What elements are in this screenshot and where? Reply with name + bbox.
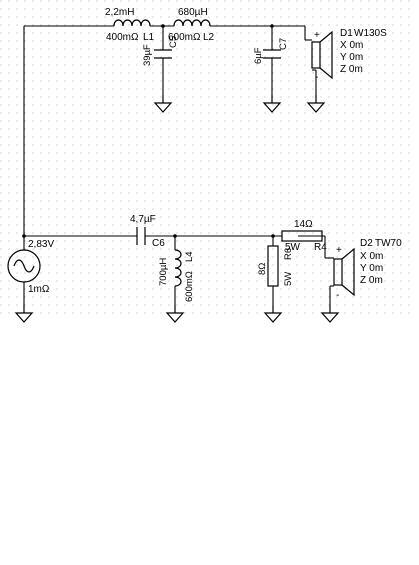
r4-value: 14Ω: [294, 219, 313, 230]
d2-x: X 0m: [360, 251, 383, 262]
l1-ref: L1: [143, 32, 155, 43]
speaker-icon: [333, 258, 343, 286]
r4-ref: R4: [314, 242, 327, 253]
d1-minus: -: [315, 72, 318, 83]
d1-y: Y 0m: [340, 52, 363, 63]
resistor-r6[interactable]: 8Ω R6 5W: [257, 245, 294, 323]
d2-plus: +: [336, 245, 342, 256]
l2-inductance: 680µH: [178, 7, 208, 18]
speaker-icon: [311, 41, 321, 69]
l4-resistance: 600mΩ: [184, 271, 195, 302]
l1-inductance: 2,2mH: [105, 7, 134, 18]
d2-z: Z 0m: [360, 275, 383, 286]
d1-x: X 0m: [340, 40, 363, 51]
inductor-l2[interactable]: 680µH 600mΩ L2: [168, 7, 215, 43]
source-voltage: 2,83V: [28, 239, 54, 250]
speaker-d2[interactable]: + - D2 TW70 X 0m Y 0m Z 0m: [321, 238, 402, 323]
r6-value: 8Ω: [257, 263, 268, 275]
r6-power: 5W: [283, 272, 294, 286]
top-branch-wires: [23, 24, 317, 236]
voltage-source[interactable]: 2,83V 1mΩ: [7, 239, 54, 323]
d2-y: Y 0m: [360, 263, 383, 274]
capacitor-c6[interactable]: 4,7µF C6: [130, 214, 165, 249]
c6-ref: C6: [152, 238, 165, 249]
c5-ref: C5: [168, 36, 179, 48]
l2-ref: L2: [203, 32, 215, 43]
speaker-d1[interactable]: + - D1 W130S X 0m Y 0m Z 0m: [307, 28, 387, 113]
grid-area: [0, 0, 415, 320]
d1-plus: +: [314, 30, 320, 41]
d1-model: W130S: [354, 28, 387, 39]
l1-resistance: 400mΩ: [106, 32, 139, 43]
d2-ref: D2: [360, 238, 373, 249]
c5-value: 39µF: [142, 44, 153, 66]
sine-wave-icon: [13, 259, 35, 273]
c6-value: 4,7µF: [130, 214, 156, 225]
resistor-r4[interactable]: 14Ω 5W R4: [281, 219, 327, 253]
r4-power: 5W: [285, 242, 301, 253]
capacitor-c5[interactable]: C5 39µF: [142, 36, 179, 113]
l2-resistance: 600mΩ: [168, 32, 201, 43]
l4-inductance: 700µH: [158, 258, 169, 286]
d2-minus: -: [336, 290, 339, 301]
l4-ref: L4: [184, 251, 195, 262]
bottom-branch-wires: [22, 234, 334, 305]
d2-model: TW70: [375, 238, 402, 249]
c7-value: 6µF: [253, 47, 264, 64]
d1-ref: D1: [340, 28, 353, 39]
source-resistance: 1mΩ: [28, 284, 50, 295]
capacitor-c7[interactable]: C7 6µF: [253, 38, 289, 113]
d1-z: Z 0m: [340, 64, 363, 75]
c7-ref: C7: [278, 38, 289, 50]
r6-ref: R6: [283, 248, 294, 260]
inductor-l4[interactable]: 700µH 600mΩ L4: [158, 249, 195, 323]
inductor-l1[interactable]: 2,2mH 400mΩ L1: [105, 7, 155, 43]
